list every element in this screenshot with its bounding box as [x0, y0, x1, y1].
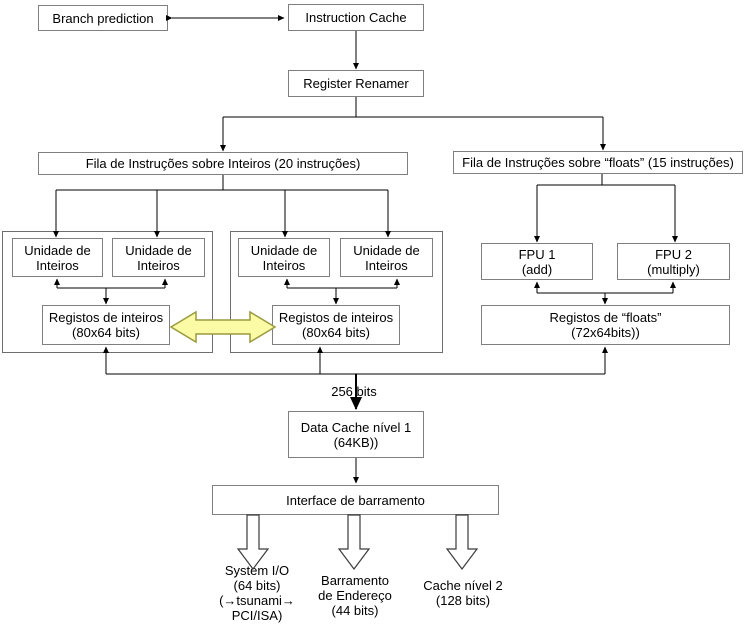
l2-cache-arrow [445, 514, 479, 570]
instruction-cache-box: Instruction Cache [288, 4, 424, 31]
bus-interface-label: Interface de barramento [286, 492, 425, 508]
integer-unit-2-box: Unidade de Inteiros [112, 238, 205, 277]
integer-unit-label: Unidade de [125, 242, 192, 258]
fpu1-label: (add) [521, 261, 553, 277]
integer-registers-label: (80x64 bits) [72, 325, 140, 340]
float-registers-box: Registos de “floats” (72x64bits)) [481, 305, 730, 345]
integer-instruction-queue-label: Fila de Instruções sobre Inteiros (20 in… [85, 156, 361, 171]
bus-interface-box: Interface de barramento [212, 485, 499, 515]
integer-unit-3-box: Unidade de Inteiros [238, 238, 330, 277]
integer-unit-label: Unidade de [353, 242, 420, 258]
integer-unit-label: Unidade de [24, 242, 91, 258]
integer-registers-label: Registos de inteiros [278, 310, 394, 325]
system-io-arrow [236, 514, 270, 570]
address-bus-arrow [337, 514, 371, 570]
system-io-label: System I/O (64 bits) (→tsunami→ PCI/ISA) [197, 563, 317, 623]
integer-unit-label: Inteiros [137, 257, 180, 273]
l2-cache-label: Cache nível 2 (128 bits) [402, 578, 524, 608]
integer-unit-label: Unidade de [250, 242, 318, 258]
system-io-line: (64 bits) [233, 578, 281, 593]
address-bus-label: Barramento de Endereço (44 bits) [295, 573, 415, 618]
integer-unit-label: Inteiros [365, 257, 408, 273]
l2-cache-line: Cache nível 2 [423, 578, 503, 593]
data-cache-box: Data Cache nível 1 (64KB)) [288, 411, 424, 458]
float-registers-label: Registos de “floats” [549, 310, 662, 325]
bus-output-arrows [236, 514, 479, 570]
address-bus-line: de Endereço [318, 588, 392, 603]
fpu2-label: (multiply) [647, 261, 700, 277]
integer-unit-4-box: Unidade de Inteiros [340, 238, 433, 277]
integer-unit-1-box: Unidade de Inteiros [12, 238, 103, 277]
float-instruction-queue-label: Fila de Instruções sobre “floats” (15 in… [462, 155, 734, 170]
integer-unit-label: Inteiros [36, 257, 79, 273]
integer-registers-label: (80x64 bits) [302, 325, 370, 340]
register-renamer-label: Register Renamer [303, 76, 409, 91]
fpu1-box: FPU 1 (add) [481, 243, 593, 280]
branch-prediction-box: Branch prediction [38, 5, 168, 31]
fpu1-label: FPU 1 [518, 246, 556, 262]
l2-cache-line: (128 bits) [435, 593, 491, 608]
system-io-line: PCI/ISA) [231, 608, 283, 623]
bus-width-label: 256 bits [331, 384, 377, 399]
integer-registers-1-box: Registos de inteiros (80x64 bits) [42, 305, 170, 345]
address-bus-line: (44 bits) [331, 603, 379, 618]
instruction-cache-label: Instruction Cache [305, 10, 407, 25]
address-bus-line: Barramento [321, 573, 389, 588]
float-instruction-queue-box: Fila de Instruções sobre “floats” (15 in… [453, 151, 743, 174]
system-io-line: (→tsunami→ [219, 593, 295, 608]
fpu2-box: FPU 2 (multiply) [617, 243, 730, 280]
data-cache-label: (64KB)) [333, 434, 379, 450]
data-cache-label: Data Cache nível 1 [300, 419, 412, 435]
branch-prediction-label: Branch prediction [52, 10, 154, 26]
integer-registers-2-box: Registos de inteiros (80x64 bits) [272, 305, 400, 345]
integer-registers-label: Registos de inteiros [48, 310, 164, 325]
integer-instruction-queue-box: Fila de Instruções sobre Inteiros (20 in… [38, 152, 408, 175]
integer-unit-label: Inteiros [262, 257, 306, 273]
register-renamer-box: Register Renamer [288, 70, 424, 97]
float-registers-label: (72x64bits)) [571, 325, 640, 340]
fpu2-label: FPU 2 [655, 246, 692, 262]
